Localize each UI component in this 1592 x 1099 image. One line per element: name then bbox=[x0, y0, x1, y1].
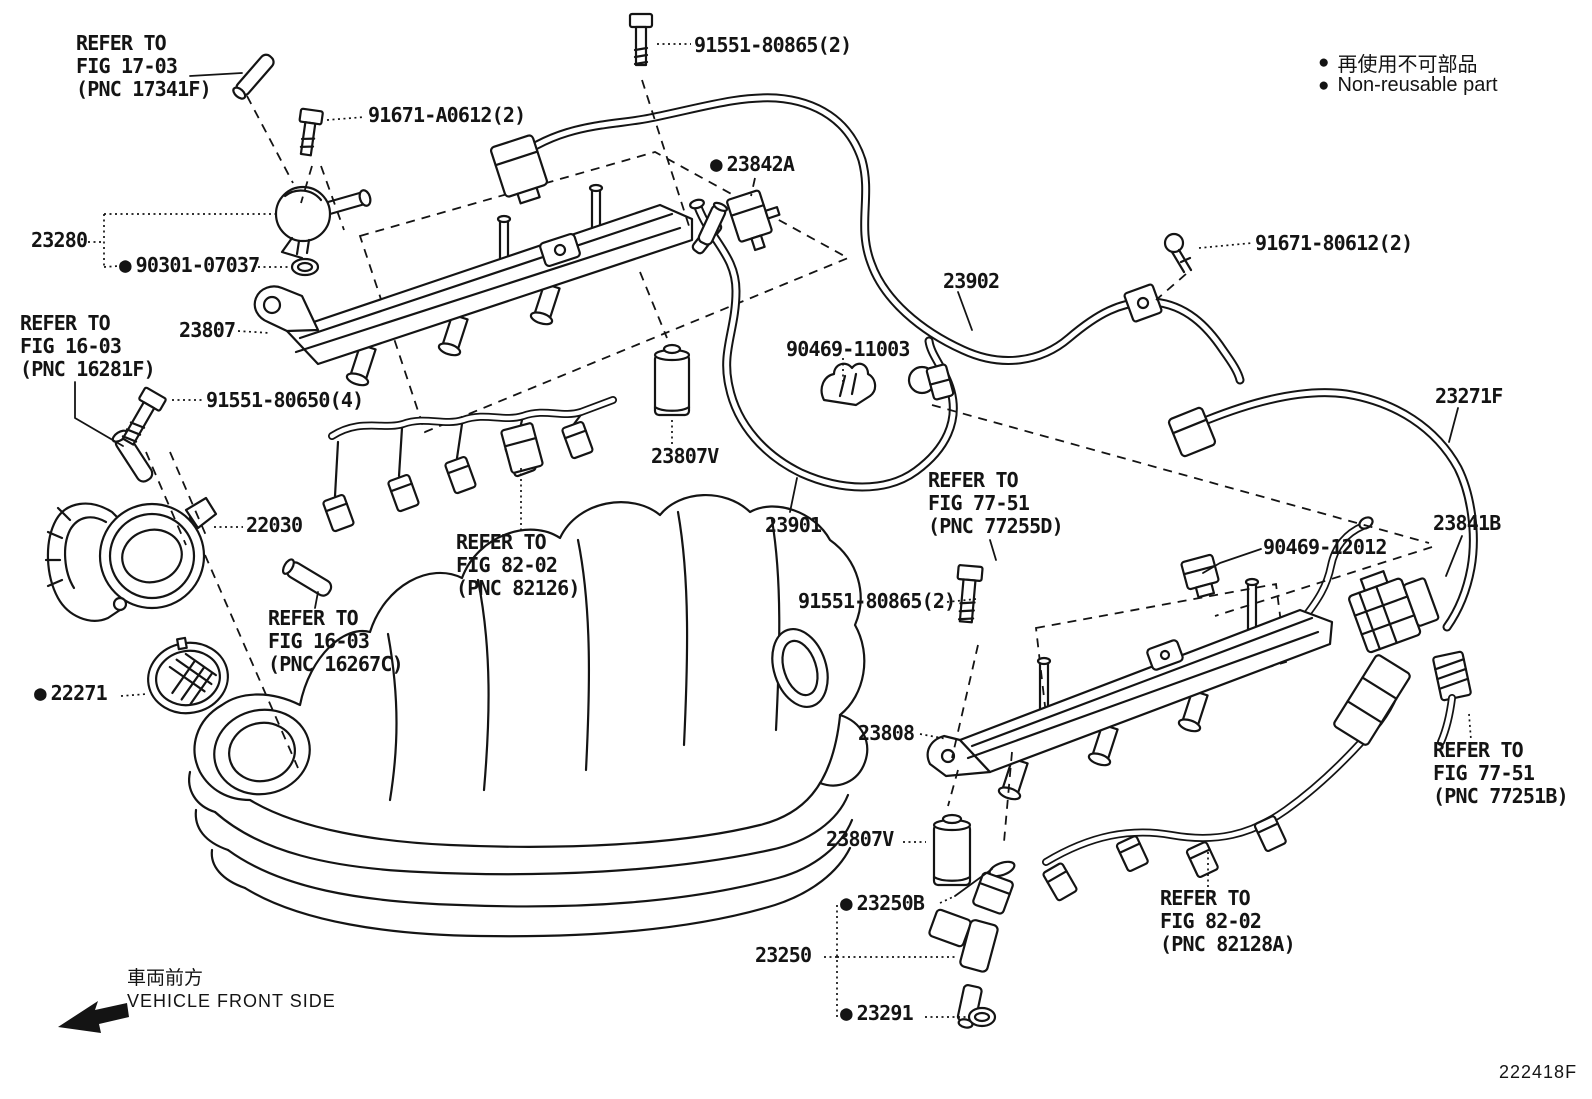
vapor-pipe-23271f-drawing bbox=[1167, 388, 1478, 746]
bolt-91551-80865-top-drawing bbox=[628, 12, 654, 67]
part-callout-23250b: ●23250B bbox=[840, 891, 925, 915]
legend-non-reusable-jp: ●再使用不可部品 bbox=[1318, 52, 1478, 76]
bolt-91551-80650-drawing bbox=[121, 386, 167, 446]
part-callout-23901: 23901 bbox=[765, 513, 822, 537]
injector-harness-1-drawing bbox=[322, 396, 617, 533]
part-callout-23807v-right: 23807V bbox=[826, 827, 894, 851]
intake-manifold-drawing bbox=[188, 494, 869, 938]
fuel-hose-23902-drawing bbox=[489, 93, 1245, 385]
part-callout-23291: ●23291 bbox=[840, 1001, 914, 1025]
refer-note-fig82-02-harness2: REFER TO FIG 82-02 (PNC 82128A) bbox=[1160, 886, 1296, 956]
injector-23250-drawing bbox=[928, 860, 1016, 1029]
vehicle-front-label-jp: 車両前方 bbox=[127, 968, 204, 989]
part-callout-90469-11003: 90469-11003 bbox=[786, 337, 910, 361]
part-callout-22271: ●22271 bbox=[34, 681, 108, 705]
throttle-body-drawing bbox=[44, 496, 218, 622]
oring-23291-drawing bbox=[967, 1006, 997, 1028]
bolt-91551-80865-mid-drawing bbox=[956, 564, 984, 624]
part-callout-91551-80650: 91551-80650(4) bbox=[206, 388, 364, 412]
fuel-damper-23807v-right-drawing bbox=[932, 813, 972, 887]
refer-note-fig77-51-a: REFER TO FIG 77-51 (PNC 77255D) bbox=[928, 468, 1064, 538]
non-reusable-bullet-icon: ● bbox=[840, 1001, 853, 1025]
dashed-assembly-boxes bbox=[358, 151, 1287, 734]
valve-23841b-drawing bbox=[1348, 570, 1440, 654]
fuel-damper-23807v-left-drawing bbox=[653, 343, 691, 417]
bolt-91671-80612-drawing bbox=[1163, 232, 1193, 274]
clamp-90469-12012-drawing bbox=[1180, 553, 1220, 599]
part-callout-91671-a0612: 91671-A0612(2) bbox=[368, 103, 526, 127]
part-callout-23280: 23280 bbox=[31, 228, 88, 252]
figure-code: 222418F bbox=[1499, 1062, 1578, 1082]
part-callout-23842a: ●23842A bbox=[710, 152, 795, 176]
non-reusable-bullet-icon: ● bbox=[1318, 52, 1330, 73]
part-callout-23271f: 23271F bbox=[1435, 384, 1503, 408]
injector-harness-2-drawing bbox=[1042, 654, 1411, 902]
refer-note-fig16-03-throttle: REFER TO FIG 16-03 (PNC 16281F) bbox=[20, 311, 156, 381]
fuel-rail-2-drawing bbox=[926, 516, 1374, 801]
vsv-23842a-drawing bbox=[697, 189, 781, 252]
part-callout-23841b: 23841B bbox=[1433, 511, 1501, 535]
non-reusable-bullet-icon: ● bbox=[840, 891, 853, 915]
dashed-relation-lines bbox=[145, 79, 1433, 843]
bolt-91671-a0612-drawing bbox=[298, 107, 324, 157]
clamp-90469-11003-drawing bbox=[820, 362, 877, 407]
refer-note-fig17-03: REFER TO FIG 17-03 (PNC 17341F) bbox=[76, 31, 212, 101]
non-reusable-bullet-icon: ● bbox=[34, 681, 47, 705]
part-callout-90301-07037: ●90301-07037 bbox=[119, 253, 260, 277]
part-callout-91551-80865-mid: 91551-80865(2) bbox=[798, 589, 956, 613]
refer-note-fig16-03-hose: REFER TO FIG 16-03 (PNC 16267C) bbox=[268, 606, 404, 676]
vapor-pipe-fig17-drawing bbox=[232, 53, 275, 100]
oring-90301-drawing bbox=[290, 257, 320, 277]
non-reusable-bullet-icon: ● bbox=[119, 253, 132, 277]
throttle-gasket-drawing bbox=[147, 636, 229, 715]
part-callout-22030: 22030 bbox=[246, 513, 303, 537]
part-callout-90469-12012: 90469-12012 bbox=[1263, 535, 1387, 559]
leader-lines bbox=[74, 43, 1472, 1018]
pipe-fig16281f-drawing bbox=[111, 429, 154, 483]
legend-non-reusable-en: ●Non-reusable part bbox=[1318, 74, 1498, 96]
vehicle-front-label-en: VEHICLE FRONT SIDE bbox=[127, 991, 336, 1011]
non-reusable-bullet-icon: ● bbox=[1318, 75, 1330, 96]
part-callout-23807: 23807 bbox=[179, 318, 236, 342]
hose-fig16267c-drawing bbox=[281, 558, 333, 597]
part-callout-23808: 23808 bbox=[858, 721, 915, 745]
part-callout-23902: 23902 bbox=[943, 269, 1000, 293]
refer-note-fig82-02-harness1: REFER TO FIG 82-02 (PNC 82126) bbox=[456, 530, 580, 600]
part-callout-91671-80612: 91671-80612(2) bbox=[1255, 231, 1413, 255]
vehicle-front-arrow bbox=[58, 1001, 129, 1033]
part-callout-23807v-left: 23807V bbox=[651, 444, 719, 468]
non-reusable-bullet-icon: ● bbox=[710, 152, 723, 176]
part-callout-23250: 23250 bbox=[755, 943, 812, 967]
refer-note-fig77-51-b: REFER TO FIG 77-51 (PNC 77251B) bbox=[1433, 738, 1569, 808]
part-callout-91551-80865-top: 91551-80865(2) bbox=[694, 33, 852, 57]
fuel-hose-23901-drawing bbox=[689, 198, 958, 492]
pulsation-damper-23280-drawing bbox=[274, 185, 372, 260]
